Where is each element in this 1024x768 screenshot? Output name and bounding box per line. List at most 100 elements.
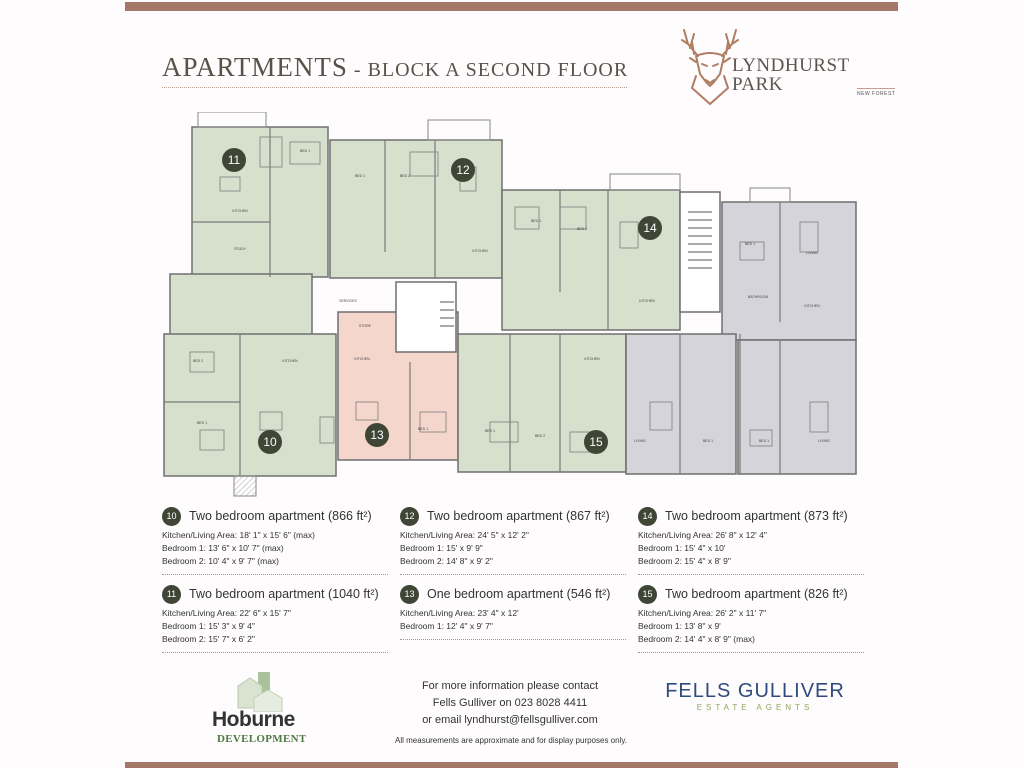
unit-specs: Kitchen/Living Area: 18' 1" x 15' 6" (ma… bbox=[162, 530, 315, 566]
unit-specs: Kitchen/Living Area: 22' 6" x 15' 7"Bedr… bbox=[162, 608, 291, 644]
unit-title: Two bedroom apartment (826 ft²) bbox=[665, 587, 848, 601]
logo-line-2: PARK bbox=[732, 74, 783, 95]
unit-12-area bbox=[329, 139, 503, 279]
unit-card-13: 13 One bedroom apartment (546 ft²) Kitche… bbox=[400, 583, 626, 640]
logo-line-1: LYNDHURST bbox=[732, 55, 850, 76]
svg-text:BED 1: BED 1 bbox=[531, 219, 541, 223]
unit-marker-13: 13 bbox=[365, 423, 389, 447]
unit-marker-10: 10 bbox=[258, 430, 282, 454]
unit-divider bbox=[162, 574, 388, 575]
unit-specs: Kitchen/Living Area: 26' 8" x 12' 4"Bedr… bbox=[638, 530, 767, 566]
contact-phone: Fells Gulliver on 023 8028 4411 bbox=[432, 697, 588, 709]
svg-text:KITCHEN: KITCHEN bbox=[232, 209, 248, 213]
svg-text:LIVING: LIVING bbox=[634, 439, 646, 443]
logo-text: LYNDHURST PARK bbox=[732, 56, 850, 94]
svg-text:SERVICES: SERVICES bbox=[339, 299, 357, 303]
unit-title: Two bedroom apartment (873 ft²) bbox=[665, 509, 848, 523]
svg-text:KITCHEN: KITCHEN bbox=[282, 359, 298, 363]
svg-text:11: 11 bbox=[228, 153, 241, 167]
svg-text:BATHROOM: BATHROOM bbox=[748, 295, 768, 299]
unit-badge: 10 bbox=[162, 506, 181, 526]
unit-badge: 14 bbox=[638, 506, 657, 526]
grey-unit-right bbox=[737, 339, 857, 475]
unit-divider bbox=[162, 652, 388, 653]
unit-title: Two bedroom apartment (867 ft²) bbox=[427, 509, 610, 523]
bottom-accent-bar bbox=[125, 762, 898, 768]
unit-badge: 11 bbox=[162, 584, 181, 604]
unit-card-14: 14 Two bedroom apartment (873 ft²) Kitche… bbox=[638, 505, 864, 575]
unit-divider bbox=[638, 574, 864, 575]
svg-text:BED 1: BED 1 bbox=[759, 439, 769, 443]
unit-10-upper-area bbox=[169, 273, 313, 337]
unit-badge: 15 bbox=[638, 584, 657, 604]
unit-specs: Kitchen/Living Area: 23' 4" x 12'Bedroom… bbox=[400, 608, 519, 631]
svg-text:KITCHEN: KITCHEN bbox=[472, 249, 488, 253]
stag-head-icon bbox=[681, 29, 739, 106]
stair-core bbox=[395, 281, 457, 353]
logo-tagline: NEW FOREST bbox=[857, 88, 896, 97]
svg-text:15: 15 bbox=[589, 435, 603, 449]
svg-text:KITCHEN: KITCHEN bbox=[639, 299, 655, 303]
floor-plan: 11 12 14 10 13 15 KITCHEN BED 1 STUDY BE… bbox=[163, 112, 857, 497]
unit-specs: Kitchen/Living Area: 24' 5" x 12' 2"Bedr… bbox=[400, 530, 529, 566]
svg-text:LIVING: LIVING bbox=[818, 439, 830, 443]
unit-marker-15: 15 bbox=[584, 430, 608, 454]
svg-text:KITCHEN: KITCHEN bbox=[584, 357, 600, 361]
page-title: APARTMENTS - BLOCK A SECOND FLOOR bbox=[162, 52, 628, 83]
unit-card-15: 15 Two bedroom apartment (826 ft²) Kitche… bbox=[638, 583, 864, 653]
svg-text:BED 2: BED 2 bbox=[193, 359, 203, 363]
contact-line-1: For more information please contact bbox=[421, 680, 599, 692]
svg-text:KITCHEN: KITCHEN bbox=[804, 304, 820, 308]
svg-text:BED 2: BED 2 bbox=[400, 174, 410, 178]
unit-title: One bedroom apartment (546 ft²) bbox=[427, 587, 611, 601]
unit-divider bbox=[400, 574, 626, 575]
top-accent-bar bbox=[125, 2, 898, 11]
svg-text:12: 12 bbox=[456, 163, 470, 177]
disclaimer: All measurements are approximate and for… bbox=[395, 736, 627, 745]
agent-name: FELLS GULLIVER bbox=[665, 680, 845, 702]
unit-badge: 13 bbox=[400, 584, 419, 604]
grey-unit-top bbox=[721, 201, 857, 341]
svg-text:10: 10 bbox=[263, 435, 277, 449]
unit-card-12: 12 Two bedroom apartment (867 ft²) Kitche… bbox=[400, 505, 626, 575]
svg-text:BED 1: BED 1 bbox=[355, 174, 365, 178]
agent-sub: ESTATE AGENTS bbox=[696, 703, 814, 712]
svg-text:BED 1: BED 1 bbox=[485, 429, 495, 433]
svg-text:STUDY: STUDY bbox=[234, 247, 247, 251]
unit-14-area bbox=[501, 189, 681, 331]
svg-text:BED 1: BED 1 bbox=[745, 242, 755, 246]
svg-text:14: 14 bbox=[643, 221, 657, 235]
grey-unit-left bbox=[625, 333, 737, 475]
unit-specs: Kitchen/Living Area: 26' 2" x 11' 7"Bedr… bbox=[638, 608, 767, 644]
svg-text:BED 1: BED 1 bbox=[300, 149, 310, 153]
svg-text:13: 13 bbox=[370, 428, 384, 442]
unit-title: Two bedroom apartment (866 ft²) bbox=[189, 509, 372, 523]
unit-marker-14: 14 bbox=[638, 216, 662, 240]
unit-divider bbox=[400, 639, 626, 640]
unit-marker-12: 12 bbox=[451, 158, 475, 182]
svg-text:KITCHEN: KITCHEN bbox=[354, 357, 370, 361]
svg-text:BED 1: BED 1 bbox=[418, 427, 428, 431]
unit-divider bbox=[638, 652, 864, 653]
unit-10-area bbox=[163, 333, 337, 477]
hoburne-name: Hoburne bbox=[212, 708, 295, 731]
hoburne-sub: DEVELOPMENT bbox=[217, 733, 307, 745]
svg-text:BED 2: BED 2 bbox=[577, 227, 587, 231]
unit-card-10: 10 Two bedroom apartment (866 ft²) Kitche… bbox=[162, 505, 388, 575]
lyndhurst-park-logo: LYNDHURST PARK NEW FOREST bbox=[680, 26, 896, 110]
svg-text:LIVING: LIVING bbox=[806, 251, 818, 255]
svg-text:BED 2: BED 2 bbox=[535, 434, 545, 438]
svg-text:STORE: STORE bbox=[359, 324, 372, 328]
fells-gulliver-logo: FELLS GULLIVER ESTATE AGENTS bbox=[655, 680, 855, 712]
svg-text:BED 1: BED 1 bbox=[197, 421, 207, 425]
title-divider bbox=[162, 87, 627, 88]
title-sub: - BLOCK A SECOND FLOOR bbox=[347, 59, 629, 81]
title-main: APARTMENTS bbox=[162, 52, 348, 82]
hoburne-development-logo: Hoburne DEVELOPMENT bbox=[212, 672, 312, 752]
svg-text:BED 1: BED 1 bbox=[703, 439, 713, 443]
contact-info: For more information please contact Fell… bbox=[370, 678, 650, 729]
buildings-icon bbox=[237, 672, 283, 712]
unit-badge: 12 bbox=[400, 506, 419, 526]
contact-email: or email lyndhurst@fellsgulliver.com bbox=[422, 714, 598, 726]
